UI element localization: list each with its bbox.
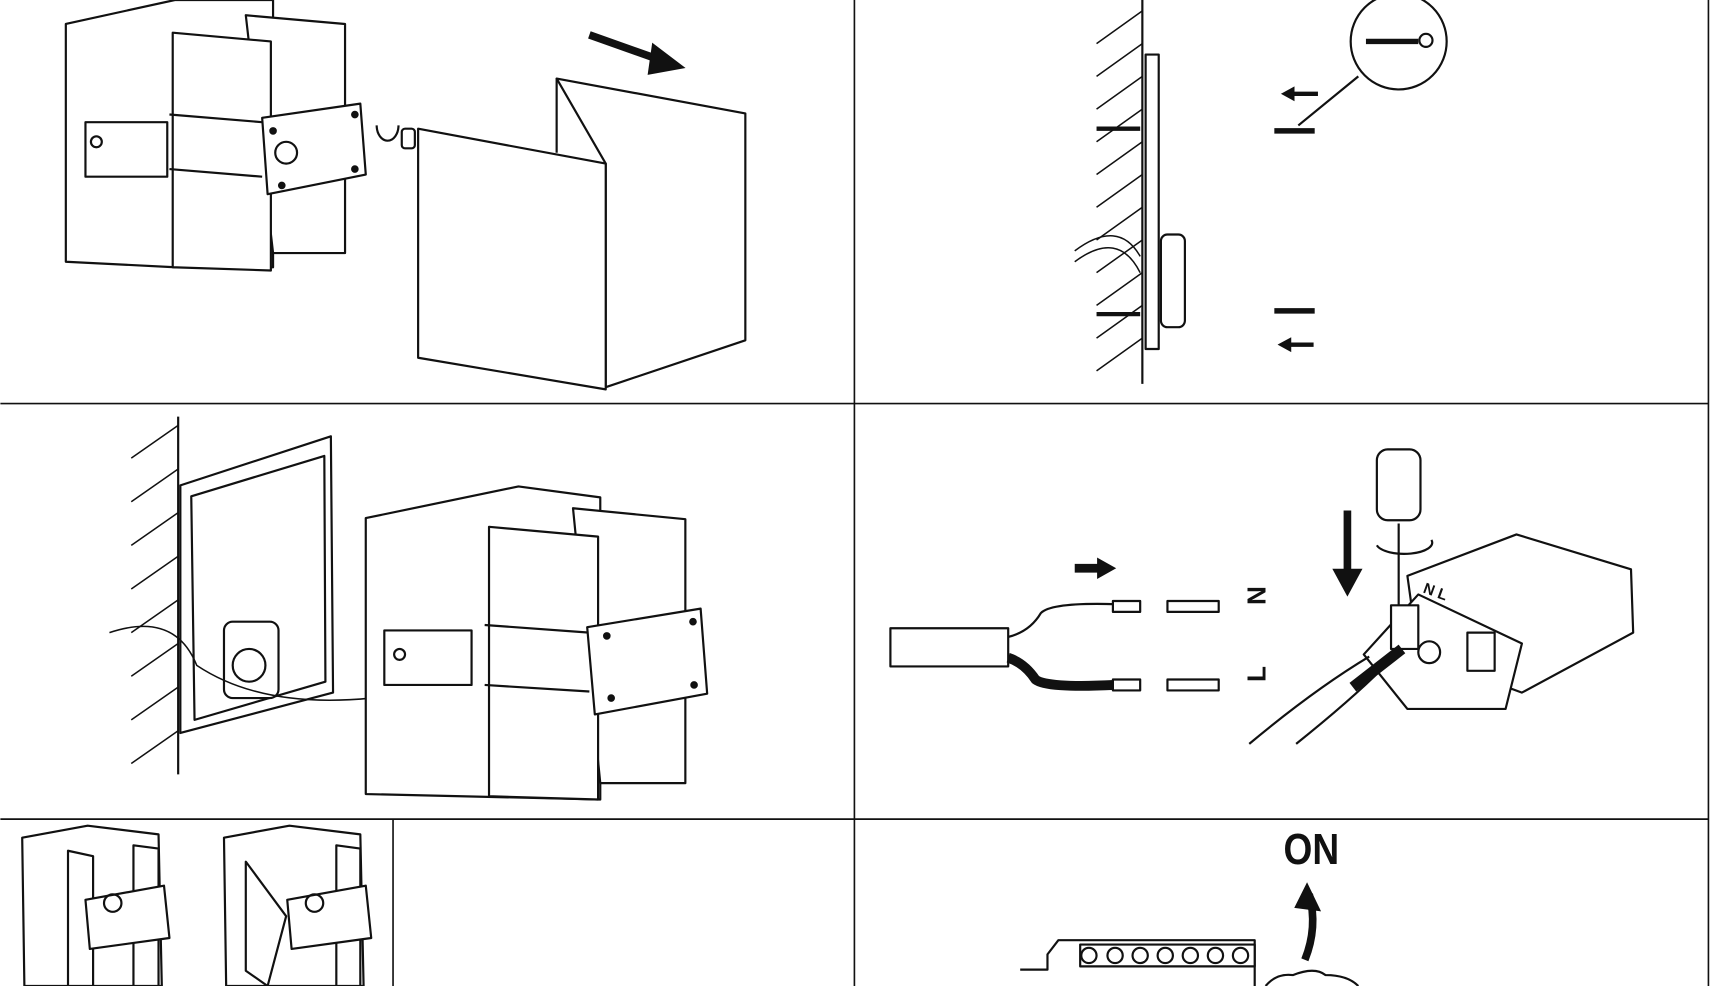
- wall-lamp-housing: [364, 485, 709, 801]
- live-label: L: [1242, 666, 1272, 682]
- breaker-screws: [1079, 943, 1256, 968]
- arrow-left-icon: [1277, 86, 1318, 353]
- rotate-icon: [375, 125, 416, 150]
- panel-step-2: [1074, 0, 1448, 384]
- screw-icon: [1274, 0, 1448, 314]
- arrow-right-icon: [1074, 557, 1117, 580]
- screwdriver-icon: [1332, 448, 1434, 606]
- panel-step-1: [64, 0, 747, 391]
- breaker-panel: [1020, 939, 1360, 986]
- wall-mounting-plate: [109, 416, 372, 775]
- arrow-right-icon: [588, 31, 686, 75]
- panel-step-3: [109, 416, 709, 801]
- bracket-open: [222, 824, 373, 986]
- panel-step-5: [21, 824, 373, 986]
- arrow-up-icon: [1294, 882, 1322, 962]
- cable: [889, 599, 1220, 692]
- bracket-closed: [21, 824, 171, 986]
- panel-step-6: ON: [1020, 824, 1360, 986]
- cover-box: [417, 77, 747, 391]
- on-label: ON: [1284, 824, 1340, 874]
- wall-section: [1074, 0, 1186, 384]
- mounting-bracket: [169, 102, 367, 196]
- terminal-block: N L: [1248, 533, 1635, 745]
- neutral-label: N: [1242, 586, 1272, 605]
- panel-step-4: N L N L: [889, 448, 1635, 745]
